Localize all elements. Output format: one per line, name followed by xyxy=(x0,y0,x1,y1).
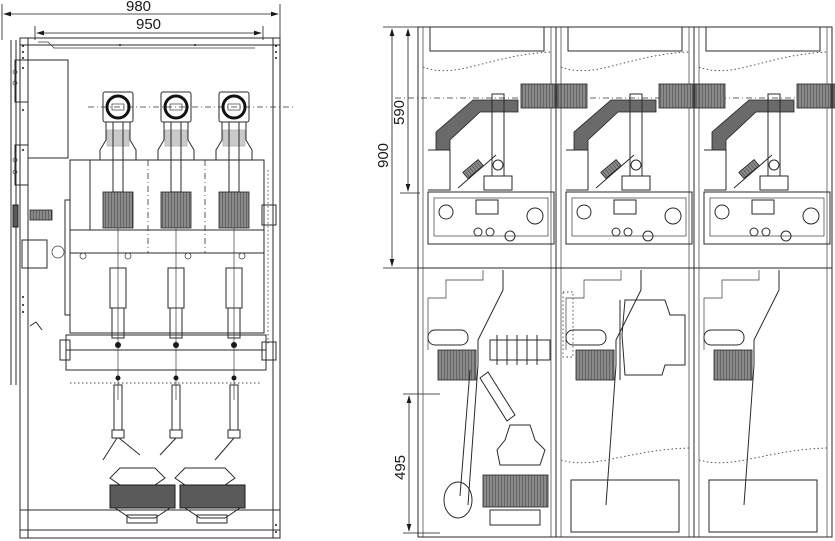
dimension-950-label: 950 xyxy=(136,16,161,33)
busbar-insulator xyxy=(556,83,588,109)
side-view: 900 590 495 xyxy=(375,26,835,538)
busbar-insulator xyxy=(694,83,726,109)
dimension-495: 495 xyxy=(392,393,440,534)
post-base xyxy=(483,175,513,191)
spring xyxy=(738,158,760,180)
switch-knob xyxy=(473,227,483,237)
switch-knob xyxy=(761,227,771,237)
indicator-window xyxy=(613,199,637,215)
load-switch-box xyxy=(562,291,686,380)
side-panel-1 xyxy=(417,26,588,538)
side-panel-2 xyxy=(555,26,726,538)
voltage-transformer-left xyxy=(102,437,176,524)
right-interlock-rod xyxy=(261,170,277,361)
bracket xyxy=(565,270,622,350)
front-cabinet-frame xyxy=(10,37,281,539)
dimension-590: 590 xyxy=(391,28,420,194)
break-line xyxy=(422,51,552,72)
side-panel-3 xyxy=(693,26,835,538)
bracket xyxy=(703,270,760,350)
dimension-495-label: 495 xyxy=(392,455,409,480)
earthing-rod xyxy=(467,270,504,506)
busbar-conductor xyxy=(711,99,795,151)
bellows xyxy=(437,349,477,381)
cable-box xyxy=(428,149,451,191)
operating-handle xyxy=(576,204,592,220)
bellows xyxy=(713,349,753,381)
switch-knob xyxy=(642,230,654,242)
operating-handle xyxy=(438,204,454,220)
mechanism-panel xyxy=(565,191,693,245)
post-base xyxy=(621,175,651,191)
fuse-link xyxy=(479,371,516,422)
front-view: 980 950 xyxy=(1,0,295,539)
indicator-lamp xyxy=(802,207,820,225)
phase-a xyxy=(99,91,137,439)
frame-bolts xyxy=(12,44,277,533)
dimension-900-label: 900 xyxy=(375,143,392,168)
earthing-arm xyxy=(733,154,773,189)
contact-tube xyxy=(427,329,469,346)
phase-b xyxy=(157,91,195,439)
top-chamber xyxy=(705,26,821,52)
side-voltage-transformer xyxy=(443,369,549,526)
busbar-insulator xyxy=(796,83,832,109)
switch-knob xyxy=(623,227,633,237)
left-operating-mechanism xyxy=(12,199,71,361)
phase-c xyxy=(215,91,253,439)
earthing-rod xyxy=(743,270,780,506)
bottom-chamber xyxy=(708,479,818,533)
switch-knob xyxy=(780,230,792,242)
busbar-conductor xyxy=(435,99,519,151)
indicator-lamp xyxy=(664,207,682,225)
dimension-900: 900 xyxy=(375,26,420,269)
earthing-rod xyxy=(605,270,642,506)
bottom-chamber xyxy=(570,479,680,533)
contact-tube xyxy=(565,329,607,346)
busbar-conductor xyxy=(573,99,657,151)
pivot-joint xyxy=(492,159,504,171)
top-chamber xyxy=(429,26,545,52)
dimension-980: 980 xyxy=(1,0,281,40)
dimension-980-label: 980 xyxy=(126,0,151,15)
break-line-lower xyxy=(698,447,828,464)
dimension-590-label: 590 xyxy=(391,100,408,125)
busbar-insulator xyxy=(658,83,694,109)
cable-box xyxy=(566,149,589,191)
break-line xyxy=(560,51,690,72)
bellows xyxy=(575,349,615,381)
switch-knob xyxy=(749,227,759,237)
break-line-lower xyxy=(560,447,690,464)
busbar-insulator xyxy=(520,83,556,109)
break-line xyxy=(698,51,828,72)
indicator-window xyxy=(475,199,499,215)
voltage-transformer-right xyxy=(159,437,246,524)
indicator-lamp xyxy=(526,207,544,225)
earthing-arm xyxy=(457,154,497,189)
dimension-950: 950 xyxy=(34,16,264,40)
spring xyxy=(462,158,484,180)
indicator-window xyxy=(751,199,775,215)
pivot-joint xyxy=(768,159,780,171)
top-chamber xyxy=(567,26,683,52)
mechanism-panel xyxy=(703,191,831,245)
earthing-arm xyxy=(595,154,635,189)
switch-knob xyxy=(611,227,621,237)
switch-knob xyxy=(504,230,516,242)
contact-tube xyxy=(703,329,745,346)
busbar-insulator xyxy=(832,83,835,109)
switch-knob xyxy=(485,227,495,237)
post-base xyxy=(759,175,789,191)
pivot-joint xyxy=(630,159,642,171)
spring xyxy=(600,158,622,180)
surge-arrester xyxy=(489,335,551,365)
bracket xyxy=(427,270,484,350)
mechanism-panel xyxy=(427,191,555,245)
operating-handle xyxy=(714,204,730,220)
cable-box xyxy=(704,149,727,191)
